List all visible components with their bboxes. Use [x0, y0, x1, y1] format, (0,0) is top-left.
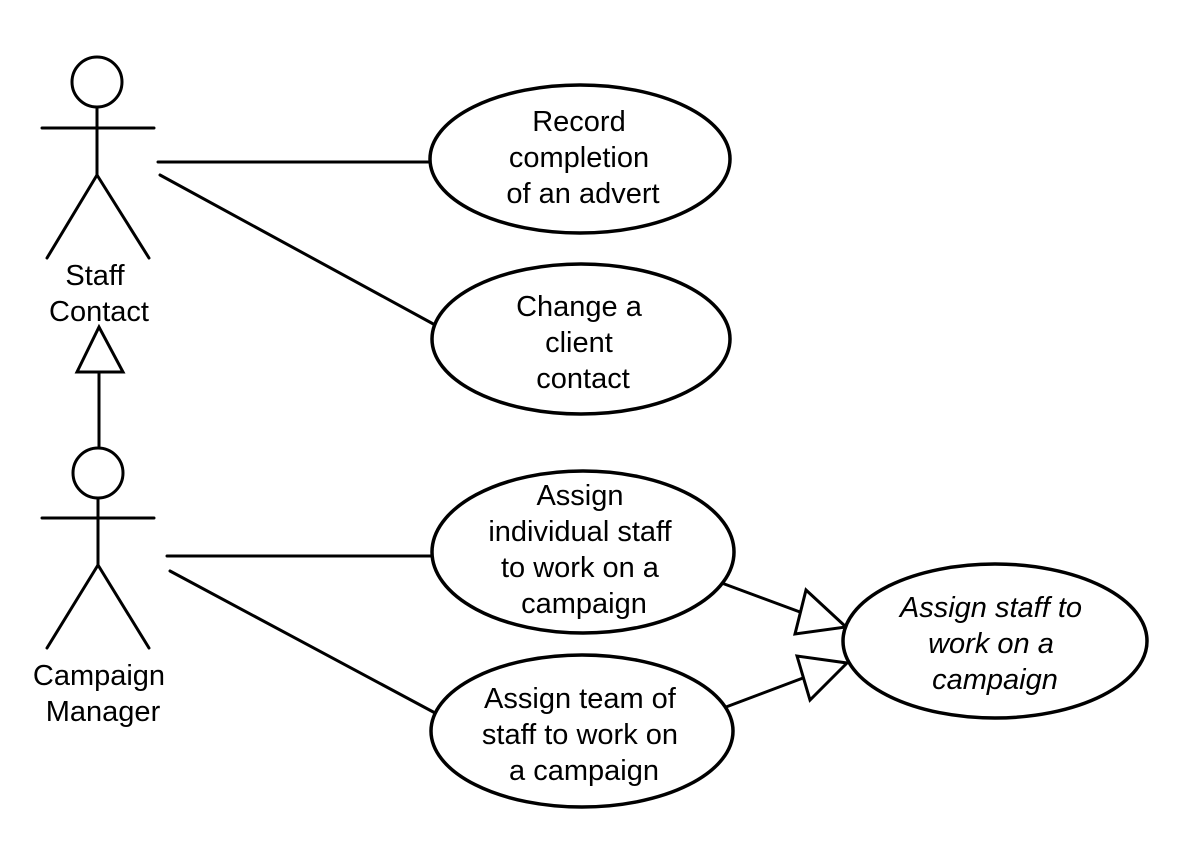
- actor-label-line: Campaign: [33, 660, 165, 692]
- use-case-assign-team-staff: Assign team of staff to work on a campai…: [429, 653, 735, 809]
- generalization-line: [724, 676, 805, 709]
- use-case-label-line: work on a: [928, 628, 1054, 660]
- use-case-label: Assign team of staff to work on a campai…: [482, 683, 686, 787]
- generalization-line: [717, 580, 802, 614]
- use-case-ellipse: [429, 653, 735, 809]
- generalization-assign-team-to-assign-staff: [724, 654, 851, 709]
- use-case-label-line: of an advert: [506, 178, 659, 210]
- use-case-label-line: Assign staff to: [898, 592, 1082, 624]
- stick-figure-head-icon: [71, 446, 125, 500]
- generalization-campaign-manager-to-staff-contact: [74, 323, 126, 448]
- use-case-assign-individual-staff: Assign individual staff to work on a cam…: [430, 469, 736, 635]
- association-campaign-manager-assign-team-staff: [168, 569, 439, 716]
- use-case-label-line: Assign team of: [484, 683, 677, 715]
- actor-label-campaign-manager: Campaign Manager: [33, 660, 173, 728]
- actor-label-line: Contact: [49, 296, 149, 328]
- use-case-label-line: Record: [532, 106, 626, 138]
- use-case-label-line: contact: [536, 363, 630, 395]
- use-case-label-line: Change a: [516, 291, 643, 323]
- use-case-label-line: staff to work on: [482, 719, 678, 751]
- use-case-label-line: a campaign: [509, 755, 659, 787]
- use-case-label: Assign staff to work on a campaign: [898, 592, 1090, 696]
- generalization-triangle-icon: [793, 587, 850, 636]
- use-case-change-client-contact: Change a client contact: [430, 262, 732, 416]
- generalization-assign-individual-to-assign-staff: [717, 580, 850, 636]
- stick-figure-right-leg-icon: [95, 173, 151, 260]
- use-case-record-completion: Record completion of an advert: [428, 83, 732, 235]
- use-case-label: Change a client contact: [516, 291, 650, 395]
- actor-campaign-manager: Campaign Manager: [33, 446, 173, 728]
- actor-label-staff-contact: Staff Contact: [49, 260, 149, 328]
- use-case-label-line: Assign: [536, 480, 623, 512]
- use-case-label: Record completion of an advert: [506, 106, 659, 210]
- actor-label-line: Staff: [65, 260, 125, 292]
- use-case-label-line: campaign: [521, 588, 647, 620]
- use-case-ellipse: [841, 562, 1149, 720]
- use-case-ellipse: [430, 469, 736, 635]
- use-case-ellipse: [428, 83, 732, 235]
- use-case-ellipse: [430, 262, 732, 416]
- use-case-label: Assign individual staff to work on a cam…: [488, 480, 679, 620]
- generalization-triangle-icon: [74, 323, 126, 374]
- actor-staff-contact: Staff Contact: [40, 55, 156, 328]
- association-staff-contact-change-client-contact: [158, 173, 439, 328]
- use-case-label-line: individual staff: [488, 516, 672, 548]
- use-case-label-line: campaign: [932, 664, 1058, 696]
- generalization-triangle-icon: [794, 654, 851, 703]
- stick-figure-right-leg-icon: [96, 563, 151, 650]
- use-case-label-line: completion: [509, 142, 649, 174]
- stick-figure-left-leg-icon: [45, 563, 100, 650]
- actor-label-line: Manager: [46, 696, 161, 728]
- stick-figure-left-leg-icon: [45, 173, 99, 260]
- stick-figure-head-icon: [70, 55, 124, 109]
- use-case-assign-staff-abstract: Assign staff to work on a campaign: [841, 562, 1149, 720]
- use-case-label-line: client: [545, 327, 613, 359]
- use-case-label-line: to work on a: [501, 552, 660, 584]
